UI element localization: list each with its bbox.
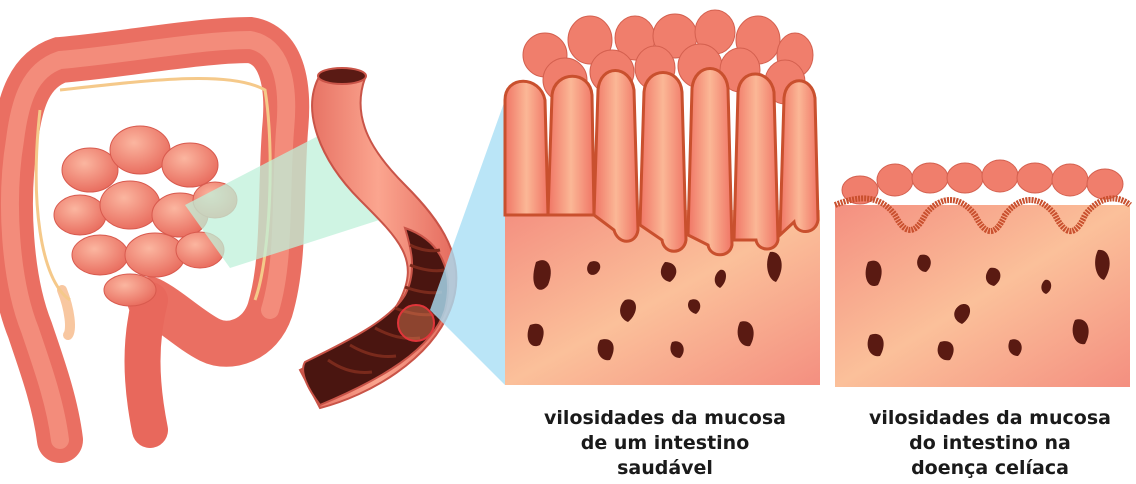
caption-healthy-line-3: saudável (520, 456, 810, 481)
healthy-mucosa-panel (505, 10, 820, 385)
caption-healthy-line-1: vilosidades da mucosa (520, 406, 810, 431)
caption-celiac-line-1: vilosidades da mucosa (845, 406, 1135, 431)
caption-celiac: vilosidades da mucosa do intestino na do… (845, 406, 1135, 481)
intestine-segment-icon (300, 68, 456, 408)
caption-healthy-line-2: de um intestino (520, 431, 810, 456)
caption-celiac-line-2: do intestino na (845, 431, 1135, 456)
celiac-mucosa-panel (835, 160, 1130, 387)
caption-healthy: vilosidades da mucosa de um intestino sa… (520, 406, 810, 481)
caption-celiac-line-3: doença celíaca (845, 456, 1135, 481)
magnifier-circle-icon (398, 305, 434, 341)
